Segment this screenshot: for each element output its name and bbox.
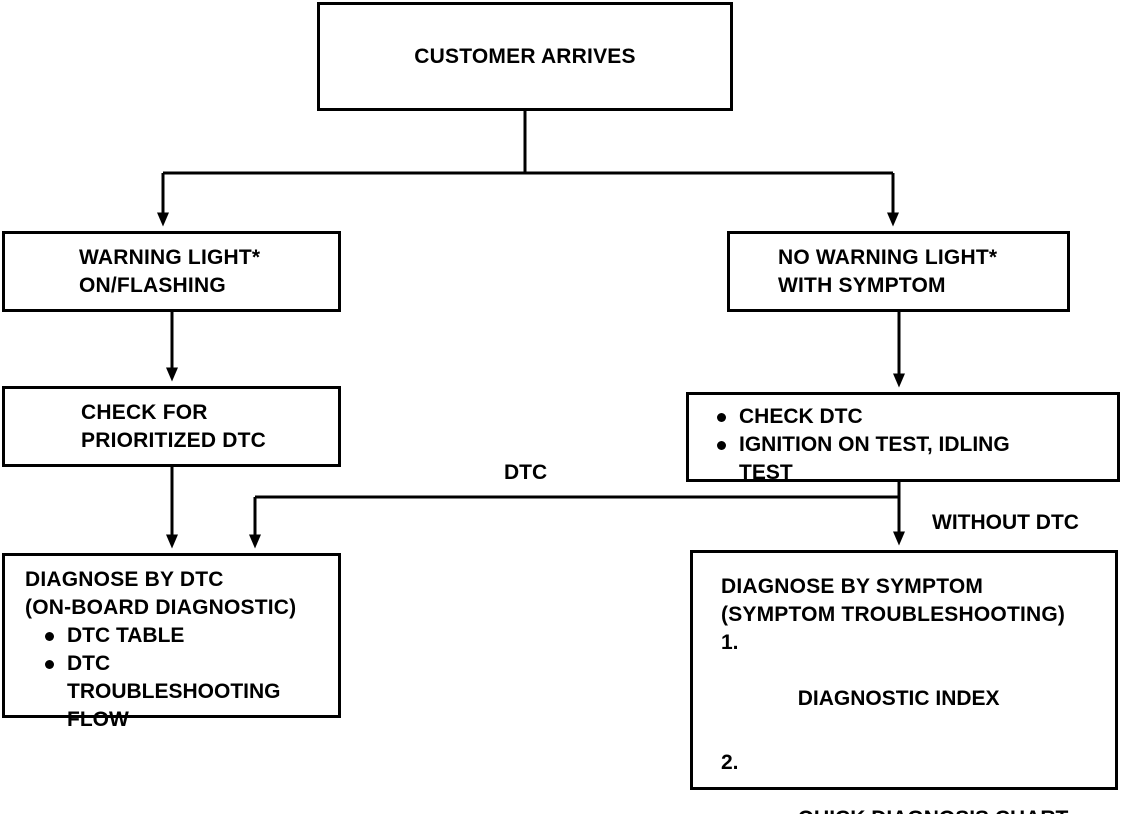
list-item: 1. DIAGNOSTIC INDEX [721,629,1115,741]
footnote-line-1: *: INDICATOR LIGHTS AND WARNING [6,808,432,814]
node-customer-arrives-label: CUSTOMER ARRIVES [414,44,636,68]
list-item: DTC TABLE [41,622,338,650]
node-customer-arrives: CUSTOMER ARRIVES [317,2,733,111]
check-dtc-bullet-list: CHECK DTC IGNITION ON TEST, IDLING TEST [689,403,1117,487]
node-diagnose-by-dtc: DIAGNOSE BY DTC (ON-BOARD DIAGNOSTIC) DT… [2,553,341,731]
node-no-warning-light: NO WARNING LIGHT* WITH SYMPTOM [727,231,1070,312]
list-item: CHECK DTC [713,403,1117,431]
list-item: DTC TROUBLESHOOTING FLOW [41,650,338,734]
footnote: *: INDICATOR LIGHTS AND WARNING LIGHTS T… [6,750,432,814]
node-diagnose-by-dtc-heading1: DIAGNOSE BY DTC [25,568,224,591]
node-diagnose-by-symptom-heading2: (SYMPTOM TROUBLESHOOTING) [721,603,1066,626]
list-item: 2. QUICK DIAGNOSIS CHART (IF MENTIONED) [721,749,1115,814]
node-warning-light: WARNING LIGHT* ON/FLASHING [2,231,341,312]
node-check-prioritized-dtc-line2: PRIORITIZED DTC [81,428,266,452]
diagnose-by-dtc-bullet-list: DTC TABLE DTC TROUBLESHOOTING FLOW [5,622,338,734]
list-item-number: 2. [721,751,739,774]
edge-label-dtc: DTC [504,461,548,484]
node-check-dtc: CHECK DTC IGNITION ON TEST, IDLING TEST [686,392,1120,484]
node-no-warning-light-line1: NO WARNING LIGHT* [778,245,998,269]
node-diagnose-by-symptom-heading1: DIAGNOSE BY SYMPTOM [721,575,984,598]
list-item-number: 1. [721,631,739,654]
node-warning-light-line1: WARNING LIGHT* [79,245,261,269]
node-diagnose-by-dtc-heading2: (ON-BOARD DIAGNOSTIC) [25,596,297,619]
node-check-prioritized-dtc-line1: CHECK FOR [81,400,208,424]
node-check-prioritized-dtc: CHECK FOR PRIORITIZED DTC [2,386,341,467]
list-item-text: QUICK DIAGNOSIS CHART (IF MENTIONED) [751,807,1069,814]
diagnose-by-symptom-numbered-list: 1. DIAGNOSTIC INDEX 2. QUICK DIAGNOSIS C… [693,629,1115,814]
list-item: IGNITION ON TEST, IDLING TEST [713,431,1117,487]
edge-label-without-dtc: WITHOUT DTC [932,511,1079,534]
node-warning-light-line2: ON/FLASHING [79,273,226,297]
node-no-warning-light-line2: WITH SYMPTOM [778,273,946,297]
list-item-text: DIAGNOSTIC INDEX [797,687,1000,710]
node-diagnose-by-symptom: DIAGNOSE BY SYMPTOM (SYMPTOM TROUBLESHOO… [690,550,1118,814]
